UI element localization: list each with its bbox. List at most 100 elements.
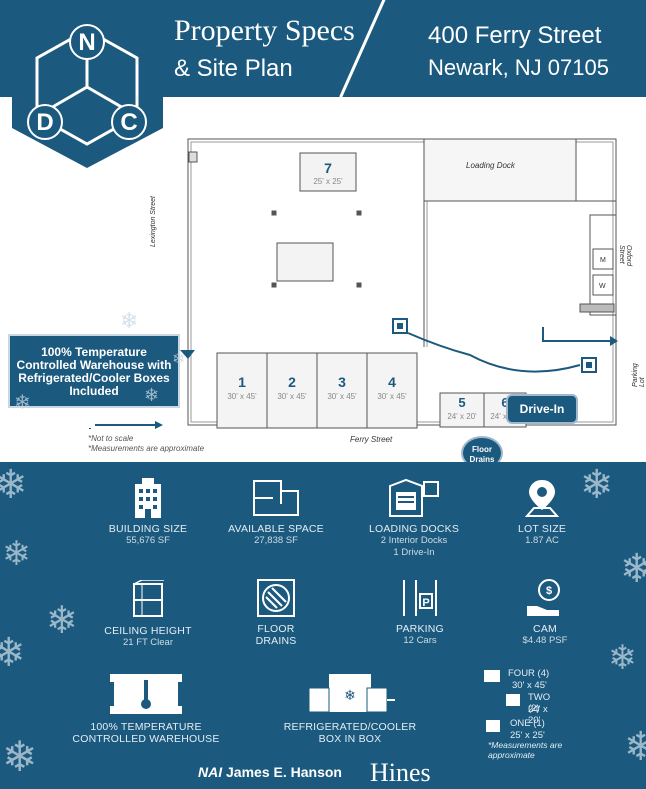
box-6-size: 24' x 20' (490, 412, 520, 421)
box-4-size: 30' x 45' (377, 392, 407, 401)
available-space-title: AVAILABLE SPACE (228, 523, 324, 535)
box-3-number: 3 (338, 374, 346, 390)
loading-docks-title: LOADING DOCKS (368, 523, 460, 535)
floorplan-icon (253, 480, 299, 516)
not-to-scale-note: *Not to scale (88, 434, 134, 443)
snowflake-icon: ❄ (14, 390, 31, 414)
building-icon (135, 478, 161, 518)
loading-docks-value-2: 1 Drive-In (393, 547, 435, 558)
spec-ceiling-height: CEILING HEIGHT 21 FT Clear (96, 580, 200, 649)
floor-drains-title-1: FLOOR (257, 623, 295, 635)
location-pin-icon (525, 480, 559, 517)
snowflake-icon: ❄ (120, 309, 139, 334)
parking-icon: P (403, 580, 437, 616)
spec-cam: $ CAM $4.48 PSF (510, 578, 580, 647)
snowflake-icon: ❄ (2, 732, 38, 781)
snowflake-icon: ❄ (624, 724, 646, 770)
broker-logo: NAI James E. Hanson (198, 764, 342, 780)
box-list-item: TWO (2) 24' x 20' (506, 692, 562, 726)
box-7-size: 25' x 25' (313, 177, 343, 186)
money-hand-icon: $ (527, 579, 560, 616)
logo-letter-n: N (78, 29, 95, 56)
restroom-m-label: M (600, 257, 606, 264)
drive-in-badge: Drive-In (506, 394, 578, 424)
temperature-title-1: 100% TEMPERATURE (90, 721, 202, 733)
measurements-note: *Measurements are approximate (88, 444, 205, 453)
snowflake-icon: ❄ (172, 349, 186, 368)
cube-height-icon (133, 580, 164, 617)
spec-temperature-warehouse: 100% TEMPERATURE CONTROLLED WAREHOUSE (66, 672, 226, 745)
ndc-logo: N D C (12, 6, 163, 168)
broker-prefix: NAI (198, 764, 223, 780)
box-list-label: FOUR (4) (508, 668, 550, 679)
ceiling-height-title: CEILING HEIGHT (104, 625, 192, 637)
cam-value: $4.48 PSF (522, 635, 568, 646)
page-subtitle: & Site Plan (174, 55, 293, 82)
ceiling-height-value: 21 FT Clear (123, 637, 173, 648)
parking-value: 12 Cars (403, 635, 437, 646)
floor-plan-drawing (89, 138, 618, 429)
temperature-title-2: CONTROLLED WAREHOUSE (72, 733, 220, 745)
restroom-w-label: W (599, 283, 606, 290)
box-in-box-title-1: REFRIGERATED/COOLER (283, 721, 417, 733)
cooler-box-icon (486, 720, 500, 732)
spec-building-size: BUILDING SIZE 55,676 SF (96, 478, 200, 547)
floor-drains-title-2: DRAINS (255, 635, 297, 647)
snowflake-icon: ❄ (46, 598, 78, 642)
box-7-number: 7 (324, 160, 332, 176)
spec-available-space: AVAILABLE SPACE 27,838 SF (220, 478, 332, 547)
cooler-box-icon (484, 670, 500, 682)
box-5-number: 5 (458, 395, 466, 410)
snowflake-icon: ❄ (580, 462, 614, 508)
snowflake-icon: ❄ (0, 462, 28, 508)
snowflake-icon: ❄ (144, 385, 160, 406)
lot-size-title: LOT SIZE (517, 523, 567, 535)
svg-text:P: P (422, 597, 429, 609)
thermometer-icon (110, 674, 182, 714)
temperature-callout: 100% Temperature Controlled Warehouse wi… (8, 334, 180, 408)
ferry-street-label: Ferry Street (350, 435, 393, 444)
cam-title: CAM (533, 623, 557, 635)
lot-size-value: 1.87 AC (525, 535, 559, 546)
loading-dock-label: Loading Dock (466, 161, 515, 170)
lexington-street-label: Lexington Street (150, 196, 157, 247)
spec-lot-size: LOT SIZE 1.87 AC (500, 478, 584, 547)
parking-lot-label: Parking Lot (632, 363, 646, 387)
box-1-size: 30' x 45' (227, 392, 257, 401)
box-note-line-1: *Measurements are (488, 740, 563, 750)
box-4-number: 4 (388, 374, 396, 390)
svg-text:$: $ (546, 585, 552, 597)
hines-logo: Hines (370, 758, 431, 787)
available-space-value: 27,838 SF (254, 535, 298, 546)
box-list-size: 24' x 20' (528, 704, 548, 726)
logo-letter-d: D (36, 109, 53, 136)
box-3-size: 30' x 45' (327, 392, 357, 401)
box-list-size: 25' x 25' (510, 730, 545, 741)
spec-floor-drains: FLOOR DRAINS (236, 578, 316, 647)
site-plan: Loading Dock Lexington Street Oxford Str… (0, 97, 646, 470)
snowflake-icon: ❄ (608, 638, 637, 678)
box-list-label: TWO (2) (528, 692, 551, 714)
box-list-item: ONE (1) 25' x 25' (484, 718, 562, 741)
box-list: FOUR (4) 30' x 45' TWO (2) 24' x 20' ONE… (484, 668, 562, 760)
spec-parking: P PARKING 12 Cars (380, 578, 460, 647)
spec-loading-docks: LOADING DOCKS 2 Interior Docks 1 Drive-I… (356, 478, 472, 559)
snowflake-icon: ❄ (2, 534, 31, 574)
page-title: Property Specs (174, 14, 355, 47)
oxford-street-label: Oxford Street (618, 245, 632, 267)
cooler-box-icon (506, 694, 520, 706)
snowflake-icon: ❄ (0, 630, 26, 676)
address-city: Newark, NJ 07105 (428, 55, 609, 80)
box-1-number: 1 (238, 374, 246, 390)
loading-docks-value-1: 2 Interior Docks (380, 535, 448, 546)
loading-dock-icon (389, 478, 439, 517)
box-list-size: 30' x 45' (512, 680, 547, 691)
svg-text:❄: ❄ (344, 688, 356, 704)
box-list-label: ONE (1) (510, 718, 545, 729)
box-5-size: 24' x 20' (447, 412, 477, 421)
box-2-number: 2 (288, 374, 296, 390)
building-size-value: 55,676 SF (126, 535, 170, 546)
specs-section: ❄ ❄ ❄ ❄ ❄ ❄ ❄ ❄ ❄ BUILDING SIZE 55,676 S… (0, 462, 646, 789)
parking-title: PARKING (396, 623, 444, 635)
box-6-number: 6 (501, 395, 509, 410)
